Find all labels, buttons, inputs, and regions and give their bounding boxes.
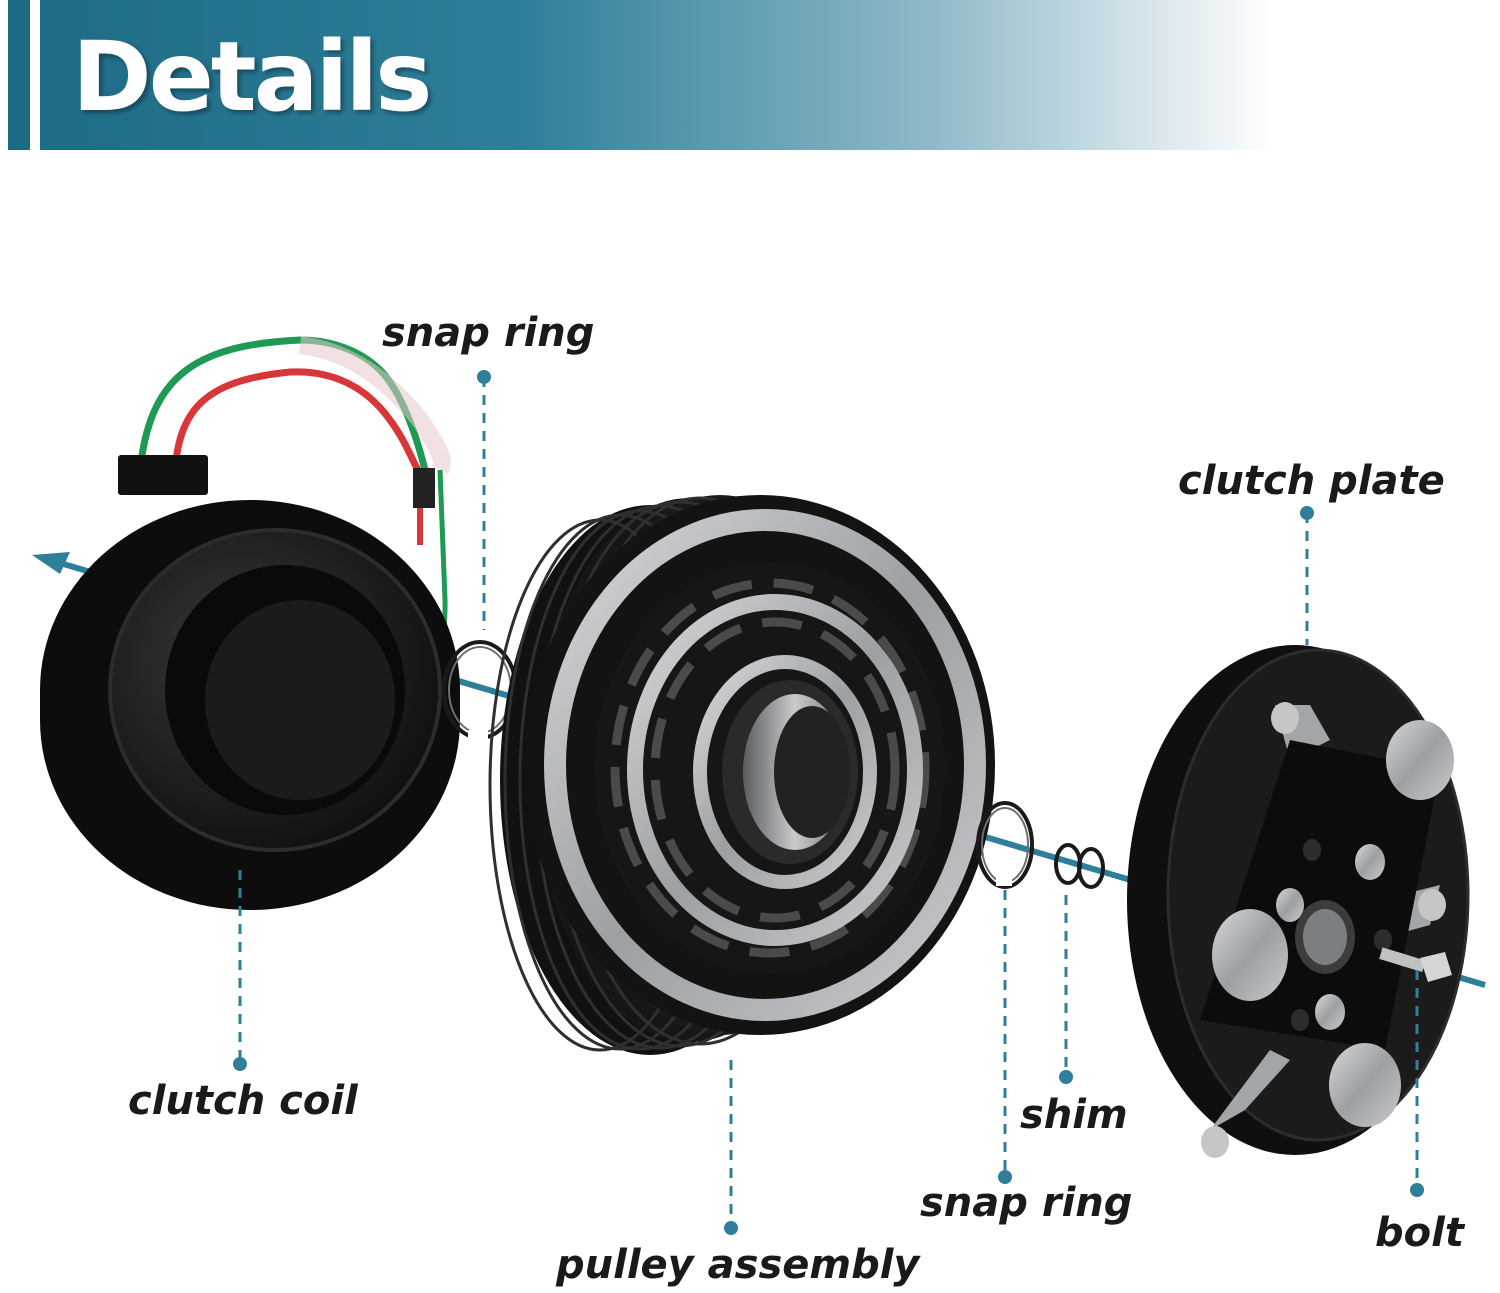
- dot-clutch-coil: [233, 1057, 247, 1071]
- dot-pulley-assembly: [724, 1221, 738, 1235]
- snap-ring-bottom-part: [976, 801, 1034, 889]
- dot-shim: [1059, 1070, 1073, 1084]
- label-clutch-plate: clutch plate: [1178, 458, 1445, 504]
- label-snap-ring-bottom: snap ring: [920, 1180, 1133, 1226]
- banner-background: [0, 0, 1500, 150]
- label-clutch-coil: clutch coil: [128, 1078, 358, 1124]
- dot-bolt: [1410, 1183, 1424, 1197]
- label-snap-ring-top: snap ring: [382, 310, 595, 356]
- page-title: Details: [72, 21, 432, 133]
- label-shim: shim: [1020, 1092, 1128, 1138]
- dot-snap-ring-bottom: [998, 1170, 1012, 1184]
- shim-part: [1054, 843, 1105, 889]
- header-banner: Details: [0, 0, 1500, 150]
- label-pulley-assembly: pulley assembly: [556, 1242, 920, 1288]
- axis-arrow-head: [32, 552, 70, 574]
- clutch-coil-part: [40, 336, 460, 910]
- bolt-part: [1379, 947, 1452, 982]
- pulley-assembly-part: [488, 495, 995, 1055]
- dot-clutch-plate: [1300, 506, 1314, 520]
- dot-snap-ring-top: [477, 370, 491, 384]
- label-bolt: bolt: [1375, 1210, 1464, 1256]
- clutch-plate-part: [1127, 645, 1470, 1158]
